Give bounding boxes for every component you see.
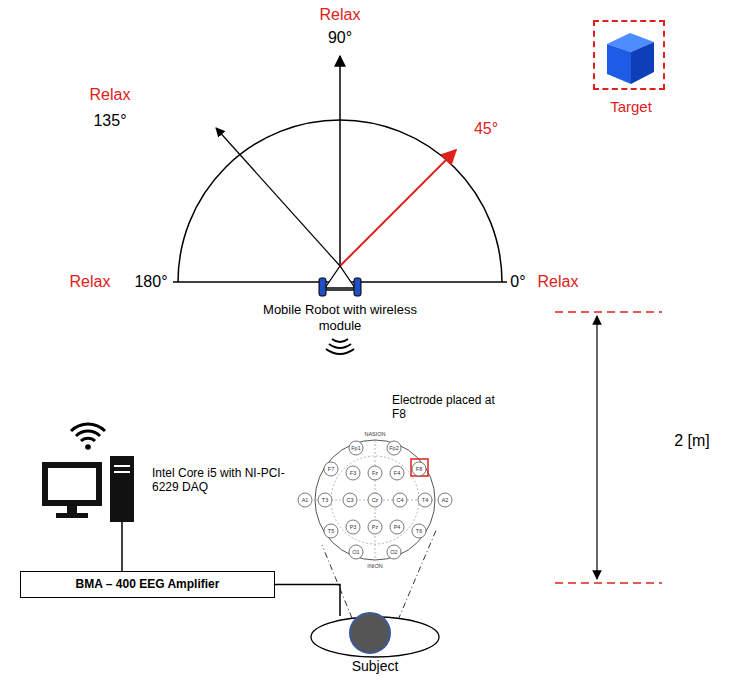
dimension-line (555, 582, 662, 584)
node-label: Subject (325, 658, 425, 675)
electrode-site (346, 466, 360, 480)
annotation: Electrode placed at F8 (392, 394, 504, 422)
annotation: Relax (90, 86, 131, 104)
electrode-name: F3 (350, 470, 356, 476)
electrode-site (412, 462, 426, 476)
direction-arrow (216, 128, 340, 266)
electrode-name: T4 (422, 497, 428, 503)
electrode-name: C4 (396, 497, 403, 503)
connector-line (121, 522, 123, 571)
electrode-name: F4 (394, 470, 400, 476)
electrode-site (368, 466, 382, 480)
electrode-name: Cz (372, 497, 379, 503)
electrode-site (368, 493, 382, 507)
electrode-map (315, 440, 435, 560)
electrode-site (324, 462, 338, 476)
electrode-name: T3 (322, 497, 328, 503)
head-icon (310, 616, 440, 658)
electrode-site (324, 524, 338, 538)
electrode-name: P3 (350, 524, 357, 530)
electrode-site (438, 493, 452, 507)
electrode-site (368, 520, 382, 534)
electrode-site (298, 493, 312, 507)
electrode-name: F7 (328, 466, 334, 472)
dimension-line (555, 311, 662, 313)
direction-arrow (340, 150, 456, 266)
mobile-robot: Mobile Robot with wireless module (318, 266, 362, 298)
robot-icon (318, 266, 362, 298)
electrode-map (331, 456, 419, 544)
electrode-name: T5 (328, 528, 334, 534)
electrode-name: Fp2 (389, 445, 398, 451)
annotation: Relax (538, 273, 579, 291)
annotation: 135° (93, 112, 126, 130)
electrode-name: F8 (416, 466, 422, 472)
electrode-site (349, 441, 363, 455)
annotation: 45° (474, 120, 498, 138)
electrode-site (387, 545, 401, 559)
electrode-site (346, 520, 360, 534)
computer-icon (40, 456, 135, 522)
node-label: Target (581, 98, 681, 116)
electrode-site (390, 520, 404, 534)
annotation: 180° (134, 273, 167, 291)
wifi-icon (71, 424, 105, 441)
computer: Intel Core i5 with NI-PCI-6229 DAQ (40, 456, 135, 522)
electrode-name: C3 (346, 497, 353, 503)
highlight-square (411, 459, 428, 476)
electrode-name: P4 (394, 524, 401, 530)
subject: Subject (310, 616, 440, 658)
electrode-name: A1 (302, 497, 309, 503)
electrode-site (318, 493, 332, 507)
landmark-label: INION (367, 563, 382, 569)
electrode-name: O2 (390, 549, 397, 555)
node-label: BMA – 400 EEG Amplifier (21, 572, 274, 597)
dimension-arrow (596, 316, 597, 579)
electrode-name: Fz (372, 470, 378, 476)
annotation: 0° (510, 273, 525, 291)
wifi-icon (85, 444, 91, 450)
annotation: 90° (328, 29, 352, 47)
electrode-site (418, 493, 432, 507)
electrode-site (387, 441, 401, 455)
cube-icon (595, 22, 667, 92)
electrode-name: A2 (442, 497, 449, 503)
electrode-name: Pz (372, 524, 378, 530)
wireless-symbol (326, 339, 354, 354)
electrode-name: T6 (416, 528, 422, 534)
electrode-site (390, 466, 404, 480)
landmark-label: NASION (364, 431, 385, 437)
annotation: 2 [m] (674, 432, 710, 450)
electrode-name: Fp1 (351, 445, 360, 451)
projection-line (322, 545, 352, 618)
annotation: Relax (70, 273, 111, 291)
amplifier-box: BMA – 400 EEG Amplifier (20, 571, 275, 598)
connector-line (275, 585, 340, 617)
projection-line (398, 528, 437, 620)
electrode-site (343, 493, 357, 507)
electrode-site (393, 493, 407, 507)
annotation: Relax (320, 6, 361, 24)
node-label: Intel Core i5 with NI-PCI-6229 DAQ (152, 466, 290, 495)
electrode-site (412, 524, 426, 538)
direction-arrow (339, 56, 341, 266)
electrode-name: O1 (352, 549, 359, 555)
node-label: Mobile Robot with wireless module (250, 302, 430, 333)
target-box: Target (593, 20, 665, 90)
electrode-site (349, 545, 363, 559)
